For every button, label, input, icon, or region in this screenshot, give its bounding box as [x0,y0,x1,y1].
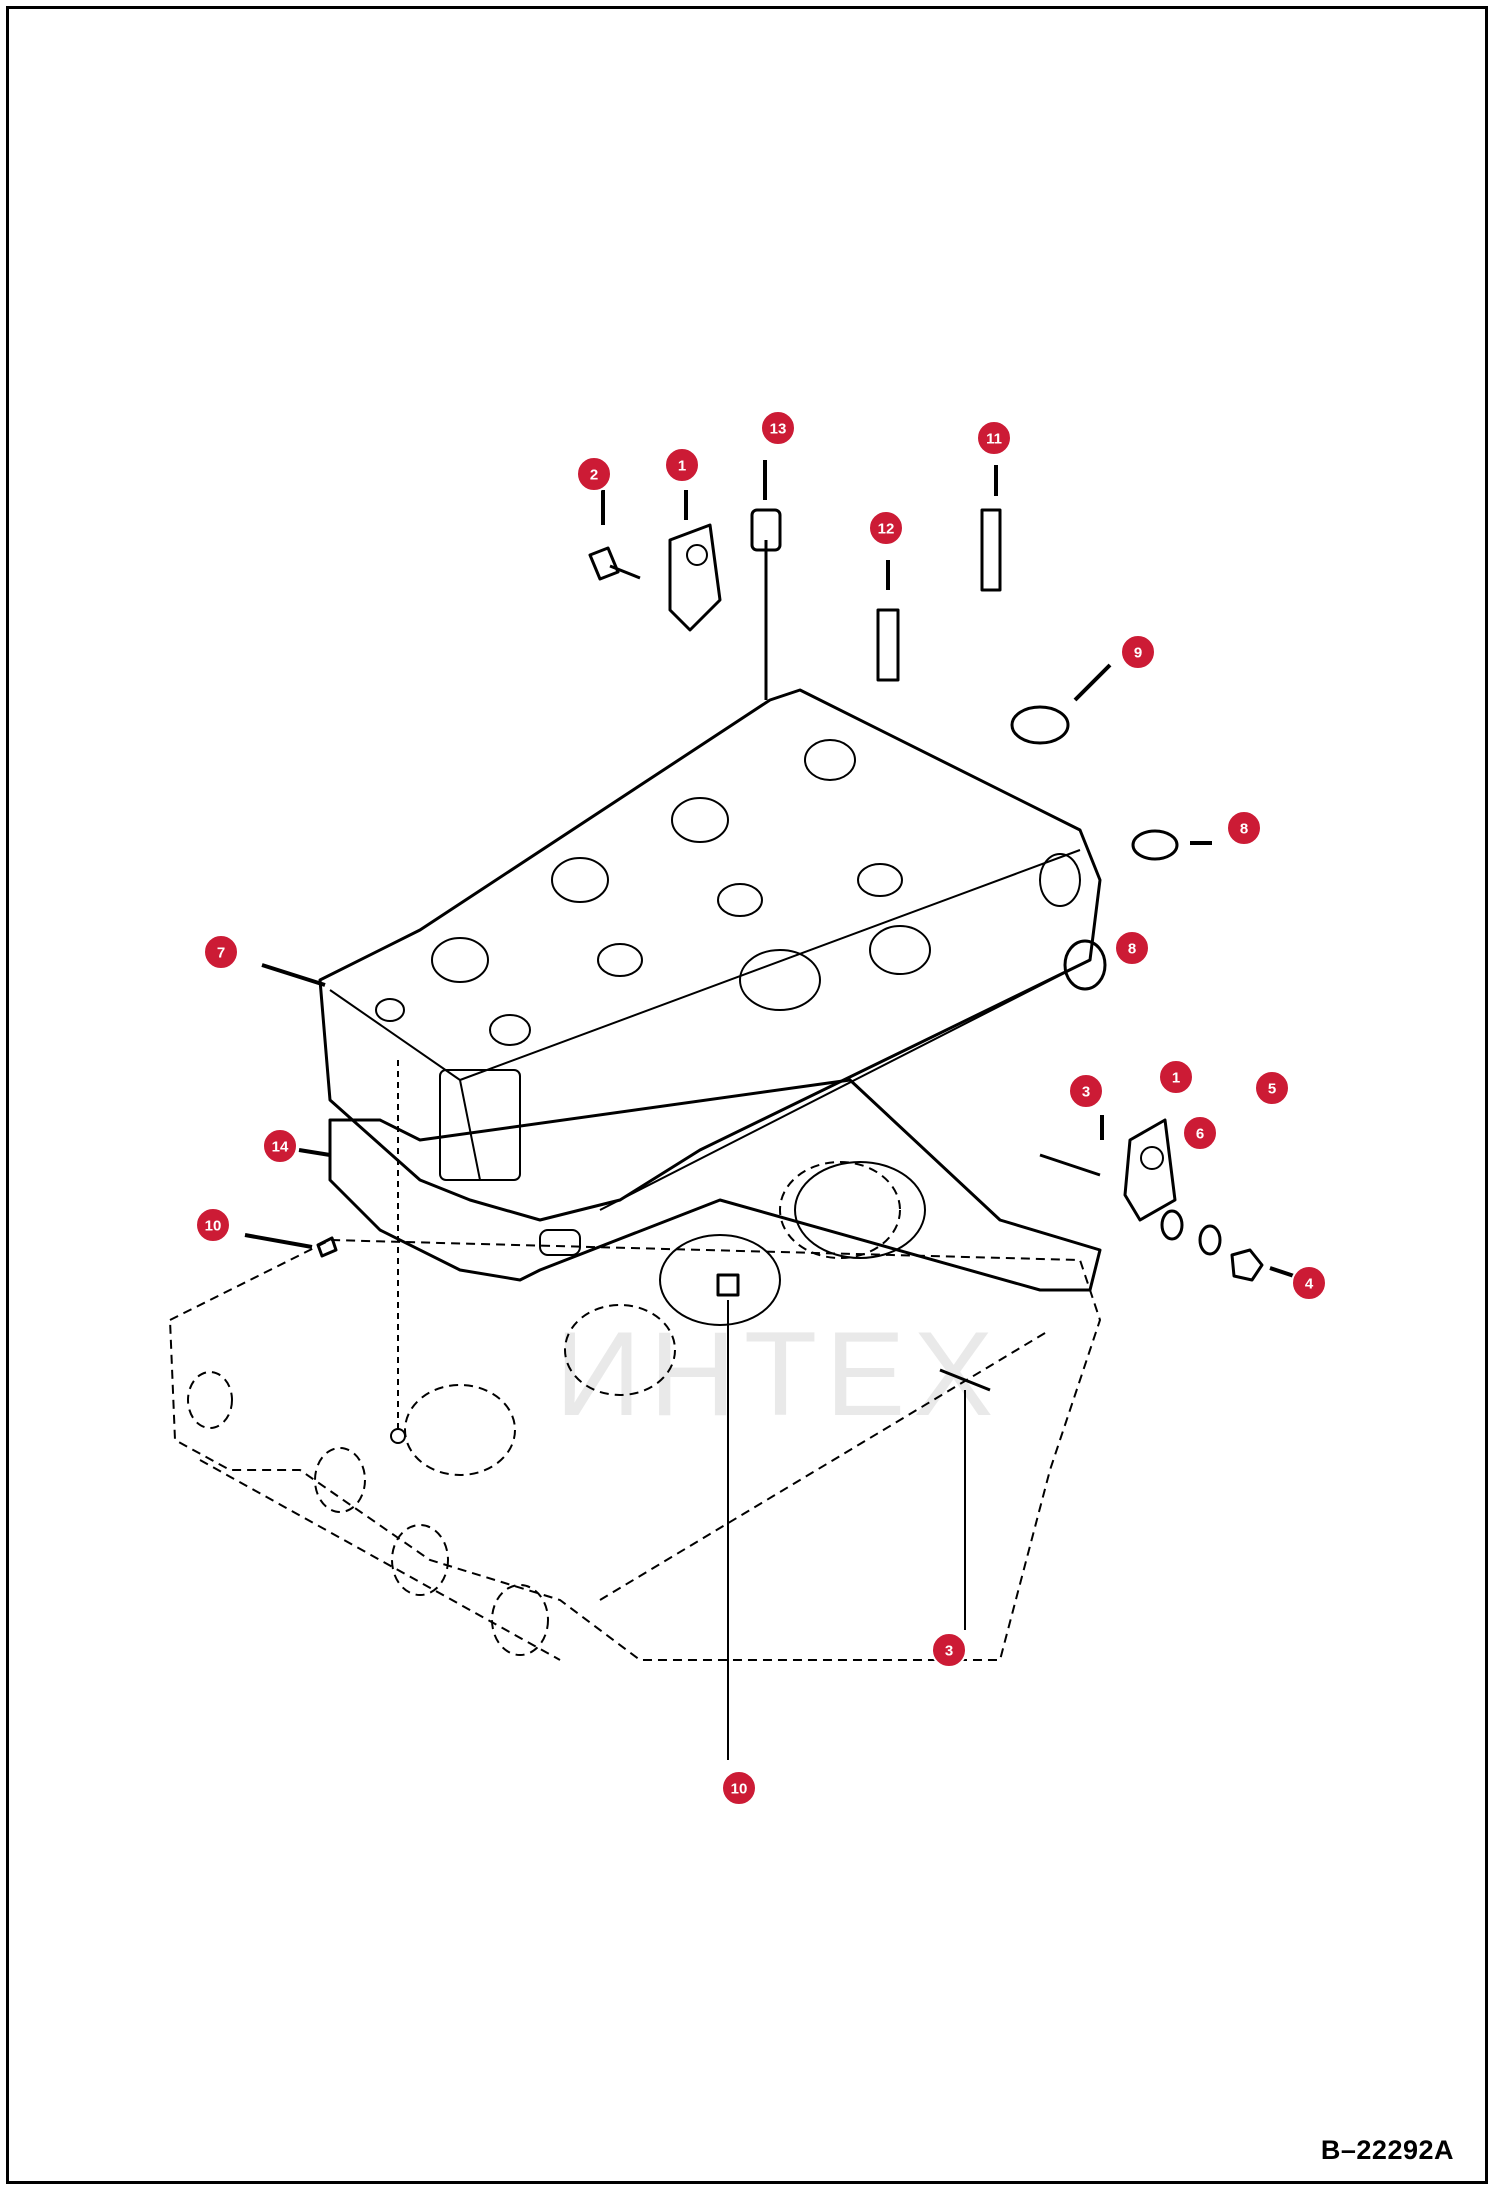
stud-right [1039,1153,1101,1177]
callout-number: 8 [1128,941,1136,958]
callout-9: 9 [1120,634,1156,670]
bolt-top-left [588,546,641,581]
callout-number: 10 [205,1218,222,1235]
callout-3: 3 [931,1632,967,1668]
callout-number: 5 [1268,1081,1276,1098]
stud-top [750,508,782,700]
callout-number: 7 [217,945,225,962]
callout-number: 8 [1240,821,1248,838]
callout-8: 8 [1226,810,1262,846]
callout-number: 3 [945,1643,953,1660]
engine-block [168,1060,1102,1661]
watermark: ИНТЕХ [555,1307,1002,1441]
seal-8-upper [1131,829,1179,861]
callout-number: 13 [770,421,787,438]
callout-number: 10 [731,1781,748,1798]
cylinder-head [318,688,1102,1222]
callout-10: 10 [195,1207,231,1243]
pin-10-center [716,1273,740,1760]
valve-guide-11 [980,508,1002,592]
stud-3-lower [939,1368,991,1630]
valve-guide-12 [876,608,900,682]
callout-number: 3 [1082,1084,1090,1101]
drawing-reference: B–22292A [1320,2135,1454,2165]
callout-7: 7 [203,934,239,970]
callout-12: 12 [868,510,904,546]
lockwasher-5 [1198,1224,1222,1256]
callout-3: 3 [1068,1073,1104,1109]
callout-number: 9 [1134,645,1142,662]
callout-11: 11 [976,420,1012,456]
callout-number: 1 [1172,1070,1180,1087]
seal-8-lower [1063,939,1107,991]
callout-4: 4 [1291,1265,1327,1301]
nut-4 [1230,1248,1264,1282]
callout-10: 10 [721,1770,757,1806]
callout-5: 5 [1254,1070,1290,1106]
callout-number: 6 [1196,1126,1204,1143]
callout-13: 13 [760,410,796,446]
callout-1: 1 [664,447,700,483]
callout-14: 14 [262,1128,298,1164]
callout-number: 2 [590,467,598,484]
callout-number: 4 [1305,1276,1314,1293]
callout-number: 1 [678,458,686,475]
callout-1: 1 [1158,1059,1194,1095]
callout-number: 12 [878,521,895,538]
pin-10-left [316,1236,338,1258]
washer-6 [1160,1209,1184,1241]
callout-8: 8 [1114,930,1150,966]
leader-lines [244,460,1307,1282]
head-gasket [328,1078,1102,1326]
drawing-frame [6,6,1488,2184]
bracket-right [1123,1118,1177,1222]
plug-9 [1010,705,1070,745]
callout-number: 11 [986,431,1002,448]
bracket-top [668,523,722,632]
callout-2: 2 [576,456,612,492]
callout-6: 6 [1182,1115,1218,1151]
callout-number: 14 [272,1139,289,1156]
